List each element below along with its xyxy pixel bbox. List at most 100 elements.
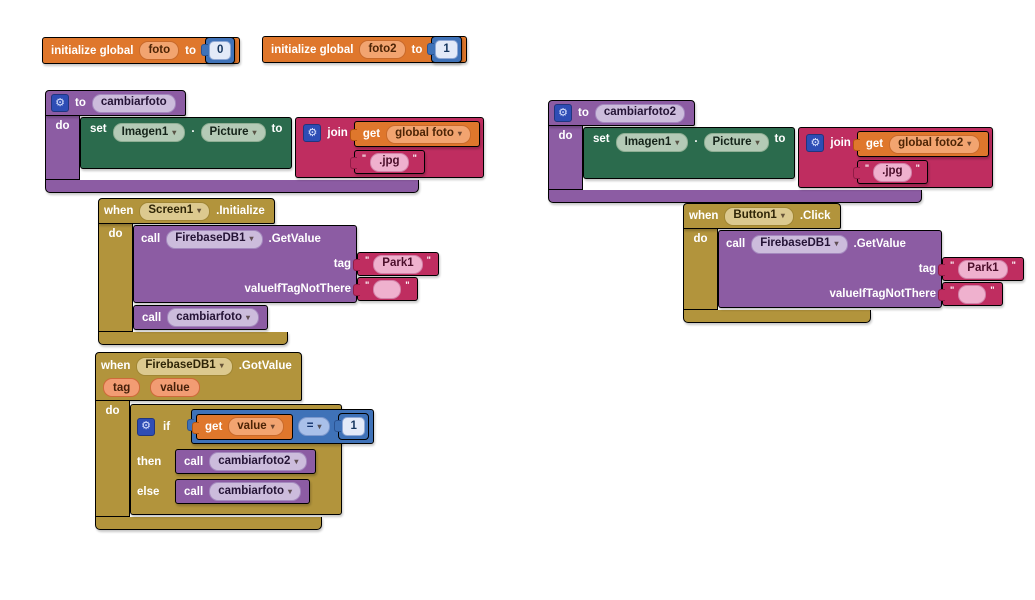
- property-dropdown[interactable]: Picture: [703, 133, 769, 152]
- text-value-field[interactable]: .jpg: [873, 162, 912, 182]
- quote-mark-icon: [405, 279, 409, 291]
- number-value-field[interactable]: 1: [435, 40, 458, 59]
- get-global-foto2-block[interactable]: get global foto2: [852, 131, 990, 157]
- text-string-block[interactable]: .jpg: [852, 160, 928, 184]
- procedure-dropdown[interactable]: cambiarfoto2: [209, 452, 308, 471]
- keyword-else: else: [137, 485, 160, 498]
- keyword-do: do: [558, 130, 573, 142]
- keyword-to: to: [578, 107, 589, 119]
- text-string-block[interactable]: Park1: [353, 252, 439, 276]
- initialize-global-block[interactable]: initialize global foto2 to 1: [262, 36, 467, 63]
- procedure-dropdown[interactable]: cambiarfoto: [167, 308, 260, 327]
- event-header[interactable]: when FirebaseDB1 .GotValue tag value: [95, 352, 302, 401]
- procedure-name-field[interactable]: cambiarfoto: [91, 93, 176, 113]
- do-spine[interactable]: do: [98, 224, 133, 332]
- empty-text-string-block[interactable]: [353, 277, 418, 301]
- gear-icon[interactable]: [806, 134, 825, 152]
- text-string-block[interactable]: .jpg: [349, 150, 425, 174]
- procedure-body: do set Imagen1 . Picture to join: [548, 126, 994, 190]
- block-initialize-global-foto2[interactable]: initialize global foto2 to 1: [262, 36, 467, 63]
- number-block[interactable]: 1: [427, 36, 462, 63]
- quote-mark-icon: [1012, 259, 1016, 271]
- text-value-field[interactable]: [958, 284, 987, 304]
- quote-mark-icon: [365, 279, 369, 291]
- variable-dropdown[interactable]: global foto: [386, 124, 471, 144]
- if-then-else-block[interactable]: if get value = 1 t: [130, 404, 374, 515]
- text-value-field[interactable]: .jpg: [370, 152, 409, 172]
- set-image-picture-block[interactable]: set Imagen1 . Picture to: [80, 117, 293, 169]
- do-spine[interactable]: do: [683, 229, 718, 310]
- procedure-block-cambiarfoto[interactable]: to cambiarfoto do set Imagen1 . Picture …: [45, 90, 484, 193]
- quote-mark-icon: [365, 254, 369, 266]
- initialize-global-block[interactable]: initialize global foto to 0: [42, 37, 241, 64]
- set-image-picture-block[interactable]: set Imagen1 . Picture to: [583, 127, 796, 179]
- event-block-button1-click[interactable]: when Button1 .Click do call FirebaseDB1 …: [683, 203, 1024, 323]
- text-value-field[interactable]: [373, 279, 402, 299]
- variable-dropdown[interactable]: value: [228, 417, 284, 436]
- event-footer[interactable]: [98, 332, 288, 345]
- keyword-to: to: [271, 123, 283, 135]
- number-value-field[interactable]: 1: [342, 417, 365, 436]
- event-name-label: .GotValue: [238, 360, 292, 372]
- procedure-footer[interactable]: [45, 180, 419, 193]
- component-dropdown[interactable]: Imagen1: [615, 133, 689, 152]
- event-param-value[interactable]: value: [150, 378, 200, 397]
- procedure-dropdown[interactable]: cambiarfoto: [209, 482, 302, 501]
- event-block-firebase-gotvalue[interactable]: when FirebaseDB1 .GotValue tag value do …: [95, 352, 374, 530]
- procedure-name-field[interactable]: cambiarfoto2: [594, 103, 686, 123]
- block-initialize-global-foto[interactable]: initialize global foto to 0: [42, 37, 241, 64]
- procedure-header[interactable]: to cambiarfoto2: [548, 100, 696, 126]
- empty-text-string-block[interactable]: [938, 282, 1003, 306]
- component-dropdown[interactable]: FirebaseDB1: [136, 356, 233, 376]
- component-dropdown[interactable]: FirebaseDB1: [751, 234, 848, 254]
- equals-comparison-block[interactable]: get value = 1: [187, 409, 374, 444]
- gear-icon[interactable]: [303, 124, 322, 142]
- keyword-to: to: [411, 43, 423, 56]
- call-cambiarfoto-block[interactable]: call cambiarfoto: [133, 305, 269, 330]
- text-string-block[interactable]: Park1: [938, 257, 1024, 281]
- event-param-tag[interactable]: tag: [103, 378, 141, 397]
- keyword-join: join: [830, 137, 851, 149]
- number-block[interactable]: 1: [334, 413, 369, 440]
- property-dropdown[interactable]: Picture: [200, 123, 266, 142]
- arg-label-tag: tag: [333, 257, 351, 270]
- procedure-header[interactable]: to cambiarfoto: [45, 90, 186, 116]
- text-value-field[interactable]: Park1: [958, 259, 1008, 279]
- component-dropdown[interactable]: Screen1: [139, 201, 211, 221]
- get-global-foto-block[interactable]: get global foto: [349, 121, 480, 147]
- event-header[interactable]: when Button1 .Click: [683, 203, 841, 229]
- gear-icon[interactable]: [51, 94, 69, 112]
- component-dropdown[interactable]: Button1: [724, 206, 794, 226]
- join-block[interactable]: join get global foto .jpg: [295, 117, 484, 178]
- do-spine[interactable]: do: [548, 126, 583, 190]
- call-cambiarfoto-block[interactable]: call cambiarfoto: [175, 479, 311, 504]
- keyword-if: if: [163, 420, 171, 433]
- event-block-screen1-initialize[interactable]: when Screen1 .Initialize do call Firebas…: [98, 198, 439, 345]
- do-spine[interactable]: do: [95, 401, 130, 517]
- join-block[interactable]: join get global foto2 .jpg: [798, 127, 994, 188]
- get-value-block[interactable]: get value: [192, 413, 293, 440]
- number-block[interactable]: 0: [200, 37, 236, 64]
- component-dropdown[interactable]: Imagen1: [112, 123, 186, 142]
- number-value-field[interactable]: 0: [209, 41, 232, 60]
- procedure-block-cambiarfoto2[interactable]: to cambiarfoto2 do set Imagen1 . Picture…: [548, 100, 994, 203]
- event-footer[interactable]: [683, 310, 871, 323]
- do-spine[interactable]: do: [45, 116, 80, 180]
- call-firebase-getvalue-block[interactable]: call FirebaseDB1 .GetValue tag Park1 v: [133, 225, 439, 303]
- event-header[interactable]: when Screen1 .Initialize: [98, 198, 275, 224]
- call-cambiarfoto2-block[interactable]: call cambiarfoto2: [175, 449, 317, 474]
- call-firebase-getvalue-block[interactable]: call FirebaseDB1 .GetValue tag Park1 v: [718, 230, 1024, 308]
- global-variable-name-field[interactable]: foto2: [359, 40, 406, 59]
- gear-icon[interactable]: [554, 104, 572, 122]
- operator-dropdown[interactable]: =: [297, 417, 331, 436]
- variable-dropdown[interactable]: global foto2: [889, 134, 981, 154]
- keyword-join: join: [327, 127, 348, 139]
- gear-icon[interactable]: [137, 417, 155, 436]
- component-dropdown[interactable]: FirebaseDB1: [166, 229, 263, 249]
- procedure-footer[interactable]: [548, 190, 922, 203]
- event-footer[interactable]: [95, 517, 322, 530]
- global-variable-name-field[interactable]: foto: [139, 41, 180, 60]
- event-body: do if get value = 1: [95, 401, 374, 517]
- text-value-field[interactable]: Park1: [373, 254, 423, 274]
